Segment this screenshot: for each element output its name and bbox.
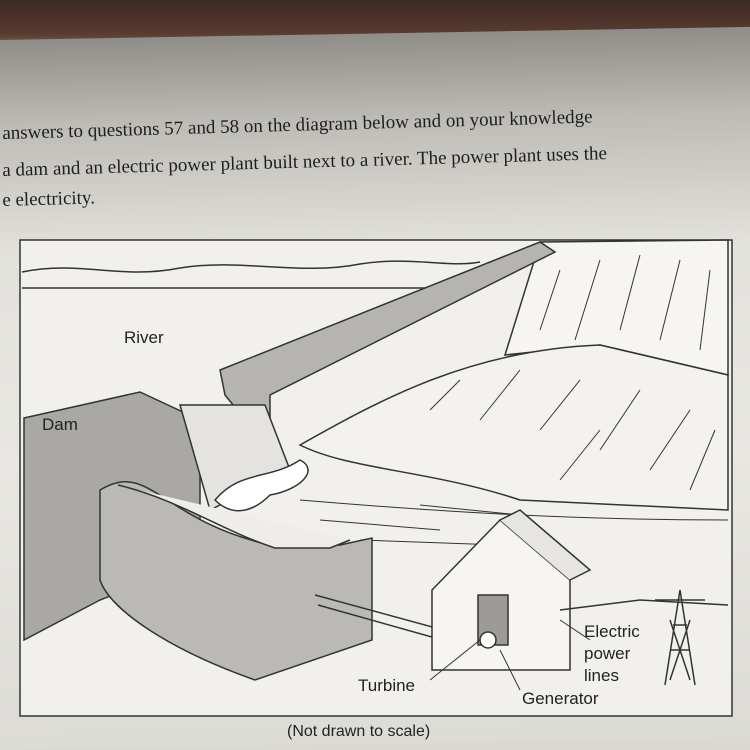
label-power-lines-2: power (584, 644, 631, 663)
river-surface (21, 260, 481, 273)
turbine (479, 631, 497, 649)
label-river: River (124, 328, 164, 347)
label-generator: Generator (522, 689, 599, 708)
hillside (298, 344, 729, 511)
dam-wall-top (219, 241, 557, 453)
diagram-caption: (Not drawn to scale) (287, 723, 431, 740)
intake-channel (99, 481, 373, 681)
power-line (559, 599, 729, 611)
label-power-lines-1: Electric (584, 622, 640, 641)
label-power-lines: Electric power lines (584, 621, 640, 687)
foam (213, 459, 309, 512)
transmission-tower (655, 589, 705, 686)
label-power-lines-3: lines (584, 666, 619, 685)
label-turbine: Turbine (358, 676, 416, 695)
label-dam: Dam (42, 415, 78, 434)
